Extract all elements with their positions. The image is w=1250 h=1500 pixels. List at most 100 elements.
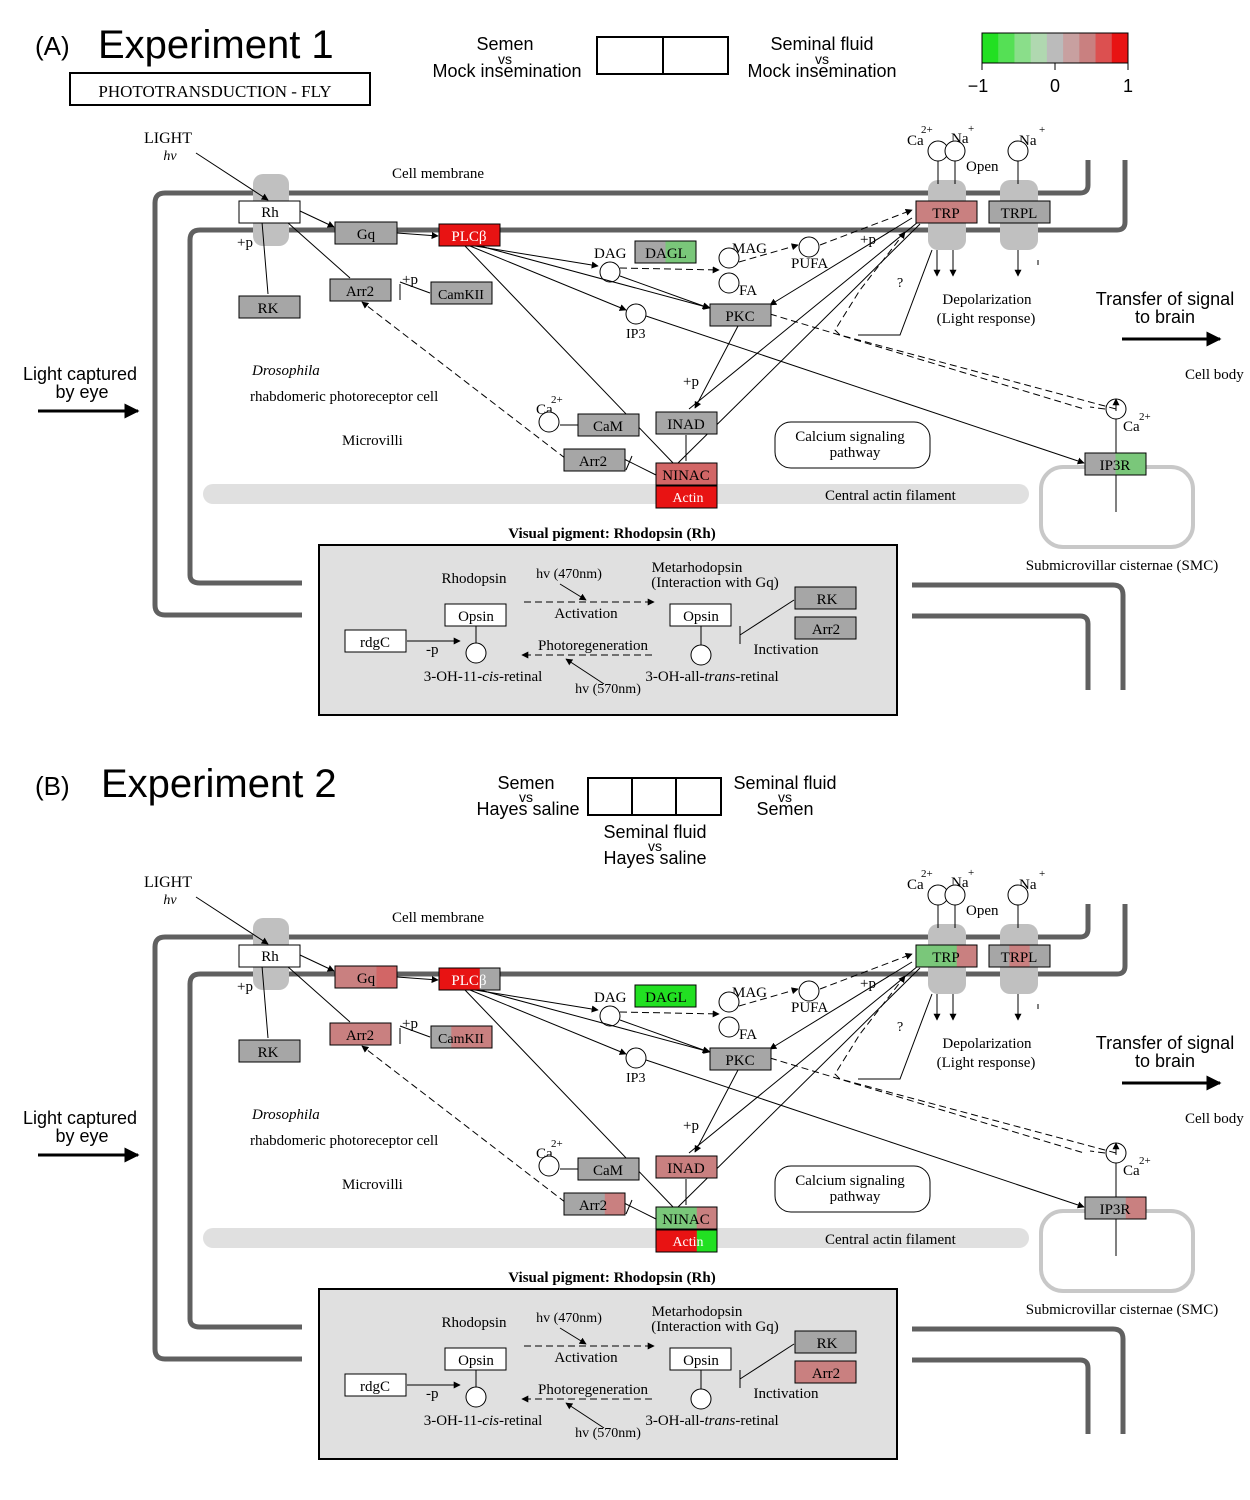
ca-ion-label-ip3r: Ca bbox=[1123, 419, 1140, 435]
gene-rh[interactable]: Rh bbox=[238, 200, 301, 224]
gene-color-segment bbox=[451, 1026, 472, 1048]
na-ion-charge-trpl: + bbox=[1039, 124, 1045, 136]
cell-membrane-label: Cell membrane bbox=[392, 166, 484, 182]
gene-ninac-b[interactable]: NINAC bbox=[655, 1206, 718, 1230]
gene-opsin-left[interactable]: Opsin bbox=[444, 603, 507, 627]
svg-text:Arr2: Arr2 bbox=[812, 1366, 840, 1382]
gene-rdgc[interactable]: rdgC bbox=[344, 629, 407, 653]
pathway-panel-a: Calcium signaling pathway LIGHT hv Cell … bbox=[23, 123, 1244, 716]
gene-color-segment bbox=[479, 968, 500, 990]
plus-p-trp: +p bbox=[860, 976, 876, 992]
gene-ip3r[interactable]: IP3R bbox=[1084, 452, 1147, 476]
smc-compartment bbox=[1039, 1209, 1195, 1293]
gene-arr2-pigment-b[interactable]: Arr2 bbox=[794, 1360, 857, 1384]
dag-label: DAG bbox=[594, 990, 627, 1006]
legend-b-box bbox=[587, 777, 722, 816]
cis-retinal-label: 3-OH-11-cis-retinal bbox=[424, 1413, 543, 1429]
gene-arr2-lower-b[interactable]: Arr2 bbox=[563, 1192, 626, 1216]
gene-dagl-b[interactable]: DAGL bbox=[634, 984, 697, 1008]
gene-rk[interactable]: RK bbox=[238, 295, 301, 319]
legend-a-left-bottom: Mock insemination bbox=[432, 61, 581, 81]
mag-label: MAG bbox=[732, 241, 767, 257]
gene-opsin-right[interactable]: Opsin bbox=[669, 603, 732, 627]
scale-label-min: −1 bbox=[968, 76, 989, 96]
question-label: ? bbox=[897, 276, 903, 291]
depolarization-label-1: Depolarization bbox=[942, 292, 1032, 308]
color-scale-cells bbox=[982, 33, 1129, 63]
color-scale-cell bbox=[1095, 33, 1113, 63]
gene-rk-pigment-b[interactable]: RK bbox=[794, 1330, 857, 1354]
gene-cam[interactable]: CaM bbox=[577, 413, 640, 437]
panel-b-title: Experiment 2 bbox=[101, 762, 337, 806]
legend-b-right-vs: vs bbox=[778, 789, 792, 805]
gene-pkc[interactable]: PKC bbox=[709, 303, 772, 327]
gene-camkii[interactable]: CamKII bbox=[430, 281, 493, 305]
photoregeneration-label: Photoregeneration bbox=[538, 1382, 648, 1398]
na-ion-charge: + bbox=[968, 123, 974, 135]
gene-camkii-b[interactable]: CamKII bbox=[430, 1025, 493, 1049]
gene-opsin-right-b[interactable]: Opsin bbox=[669, 1347, 732, 1371]
gene-arr2-pigment[interactable]: Arr2 bbox=[794, 616, 857, 640]
plus-p-rh: +p bbox=[237, 235, 253, 251]
gene-plcb-b[interactable]: PLCβ bbox=[438, 967, 501, 991]
visual-pigment-title: Visual pigment: Rhodopsin (Rh) bbox=[508, 1270, 715, 1286]
gene-arr2-lower[interactable]: Arr2 bbox=[563, 448, 626, 472]
gene-rh-b[interactable]: Rh bbox=[238, 944, 301, 968]
svg-text:RK: RK bbox=[258, 301, 279, 317]
pigment-genes: Opsin Opsin RK Arr2 rdgC bbox=[344, 586, 857, 653]
gene-ninac[interactable]: NINAC bbox=[655, 462, 718, 486]
svg-text:RK: RK bbox=[258, 1045, 279, 1061]
pufa-circle bbox=[798, 980, 820, 1002]
depolarization-label-2: (Light response) bbox=[937, 311, 1036, 327]
gene-cam-b[interactable]: CaM bbox=[577, 1157, 640, 1181]
rhodopsin-label: Rhodopsin bbox=[441, 571, 507, 587]
gene-actin-b[interactable]: Actin bbox=[655, 1229, 718, 1253]
compounds bbox=[538, 140, 1127, 433]
svg-text:INAD: INAD bbox=[667, 417, 705, 433]
ca-ion-label-ip3r: Ca bbox=[1123, 1163, 1140, 1179]
gene-rk-b[interactable]: RK bbox=[238, 1039, 301, 1063]
plus-p-inad: +p bbox=[683, 374, 699, 390]
gene-color-segment bbox=[696, 1207, 717, 1229]
panel-b-header: (B) Experiment 2 Semen vs Hayes saline S… bbox=[35, 762, 837, 868]
svg-text:CamKII: CamKII bbox=[438, 288, 484, 303]
gene-gq-b[interactable]: Gq bbox=[334, 965, 398, 989]
pigment-edges bbox=[407, 583, 795, 685]
gene-trp-b[interactable]: TRP bbox=[915, 944, 978, 968]
gene-dagl[interactable]: DAGL bbox=[634, 240, 697, 264]
gene-inad[interactable]: INAD bbox=[655, 411, 718, 435]
gene-trp[interactable]: TRP bbox=[915, 200, 978, 224]
color-scale-cell bbox=[1063, 33, 1080, 63]
drosophila-label: Drosophila bbox=[251, 363, 320, 379]
gene-trpl[interactable]: TRPL bbox=[988, 200, 1051, 224]
central-actin-label: Central actin filament bbox=[825, 1232, 957, 1248]
gene-color-segment bbox=[1105, 1197, 1126, 1219]
svg-text:Gq: Gq bbox=[357, 227, 376, 243]
svg-text:Opsin: Opsin bbox=[683, 1353, 719, 1369]
gene-gq[interactable]: Gq bbox=[334, 221, 398, 245]
gene-border bbox=[1084, 452, 1147, 476]
gene-border bbox=[634, 240, 697, 264]
gene-plcb[interactable]: PLCβ bbox=[438, 223, 501, 247]
gene-ip3r-b[interactable]: IP3R bbox=[1084, 1196, 1147, 1220]
gene-pkc-b[interactable]: PKC bbox=[709, 1047, 772, 1071]
gene-color-segment bbox=[696, 1230, 717, 1252]
gene-arr2-b[interactable]: Arr2 bbox=[329, 1022, 392, 1046]
gene-rdgc-b[interactable]: rdgC bbox=[344, 1373, 407, 1397]
legend-b-left-vs: vs bbox=[519, 789, 533, 805]
gene-trpl-b[interactable]: TRPL bbox=[988, 944, 1051, 968]
gene-opsin-left-b[interactable]: Opsin bbox=[444, 1347, 507, 1371]
gene-rk-pigment[interactable]: RK bbox=[794, 586, 857, 610]
fa-label: FA bbox=[739, 1027, 757, 1043]
svg-text:TRPL: TRPL bbox=[1001, 950, 1038, 966]
ip3-label: IP3 bbox=[626, 327, 645, 342]
gene-actin[interactable]: Actin bbox=[655, 485, 718, 509]
legend-b-bottom-bottom: Hayes saline bbox=[603, 848, 706, 868]
pigment-genes: Opsin Opsin RK Arr2 rdgC bbox=[344, 1330, 857, 1397]
rhabdomeric-label: rhabdomeric photoreceptor cell bbox=[250, 389, 438, 405]
fa-circle bbox=[718, 272, 740, 294]
gene-arr2[interactable]: Arr2 bbox=[329, 278, 392, 302]
gene-inad-b[interactable]: INAD bbox=[655, 1155, 718, 1179]
pufa-circle bbox=[798, 236, 820, 258]
